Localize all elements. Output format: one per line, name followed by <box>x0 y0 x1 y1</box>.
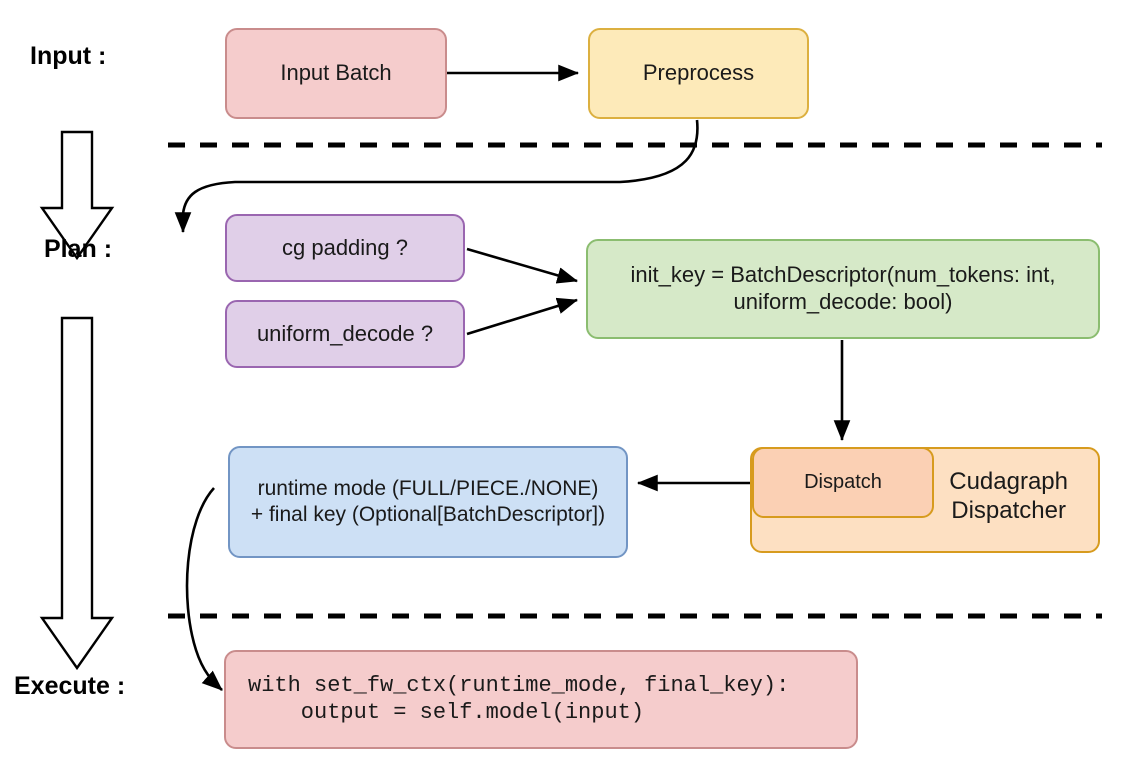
stage-label-plan: Plan : <box>44 235 113 263</box>
node-init-key[interactable]: init_key = BatchDescriptor(num_tokens: i… <box>586 239 1100 339</box>
stage-label-input: Input : <box>30 42 107 70</box>
node-uniform-decode[interactable]: uniform_decode ? <box>225 300 465 368</box>
node-preprocess-label: Preprocess <box>642 60 755 86</box>
node-runtime-mode[interactable]: runtime mode (FULL/PIECE./NONE) + final … <box>228 446 628 558</box>
node-dispatch[interactable]: Dispatch <box>752 447 934 518</box>
node-uniform-decode-label: uniform_decode ? <box>256 320 434 346</box>
node-input-batch-label: Input Batch <box>280 60 392 86</box>
node-execute-code-label: with set_fw_ctx(runtime_mode, final_key)… <box>248 672 790 725</box>
edge-uniform-decode-to-init-key <box>466 297 578 336</box>
node-input-batch[interactable]: Input Batch <box>225 28 447 119</box>
node-cudagraph-dispatcher-label: Cudagraph Dispatcher <box>949 468 1068 525</box>
node-preprocess[interactable]: Preprocess <box>588 28 809 119</box>
edge-runtime-mode-to-execute-code <box>185 487 223 691</box>
stage-label-execute: Execute : <box>14 672 126 700</box>
node-execute-code[interactable]: with set_fw_ctx(runtime_mode, final_key)… <box>224 650 858 749</box>
node-runtime-mode-label: runtime mode (FULL/PIECE./NONE) + final … <box>250 477 606 526</box>
edge-cg-padding-to-init-key <box>466 247 578 284</box>
node-cg-padding-label: cg padding ? <box>282 234 408 260</box>
node-cg-padding[interactable]: cg padding ? <box>225 214 465 282</box>
node-init-key-label: init_key = BatchDescriptor(num_tokens: i… <box>630 262 1056 314</box>
node-dispatch-label: Dispatch <box>804 471 882 494</box>
plan-to-execute-block-arrow <box>39 316 115 671</box>
